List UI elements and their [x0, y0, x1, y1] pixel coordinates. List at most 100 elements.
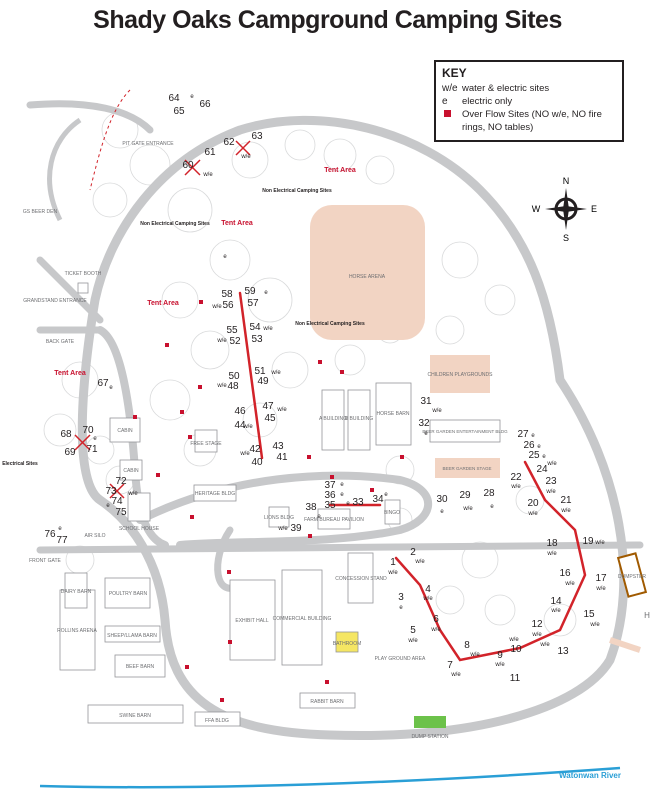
- svg-text:e: e: [346, 501, 350, 507]
- svg-text:e: e: [93, 436, 97, 442]
- cabin-1: [109, 417, 141, 443]
- svg-text:e: e: [490, 504, 494, 510]
- svg-text:e: e: [190, 94, 194, 100]
- tent-area-label-1: Tent Area: [324, 167, 356, 174]
- compass-w: W: [532, 204, 541, 214]
- svg-text:w/e: w/e: [262, 326, 273, 332]
- concession-stand-label: CONCESSION STAND: [335, 576, 387, 582]
- site-10: 10: [510, 644, 522, 655]
- rabbit-barn-label: RABBIT BARN: [310, 699, 344, 705]
- svg-text:e: e: [106, 503, 110, 509]
- site-line-east: [394, 460, 587, 662]
- svg-text:e: e: [223, 254, 227, 260]
- site-22: 22: [510, 472, 522, 483]
- site-30: 30: [436, 494, 448, 505]
- svg-text:w/e: w/e: [589, 622, 600, 628]
- site-26: 26: [523, 440, 535, 451]
- svg-text:e: e: [340, 492, 344, 498]
- tree-canopy: [43, 111, 577, 637]
- bingo: [384, 499, 401, 525]
- svg-text:e: e: [384, 492, 388, 498]
- horse-barn: [375, 382, 412, 446]
- site-73: 73: [105, 486, 117, 497]
- dairy-barn-label: DAIRY BARN: [61, 589, 92, 595]
- svg-text:w/e: w/e: [216, 338, 227, 344]
- site-33: 33: [352, 497, 364, 508]
- map-key: KEY w/e water & electric sites e electri…: [434, 60, 624, 142]
- bingo-label: BINGO: [384, 510, 400, 516]
- svg-text:e: e: [399, 605, 403, 611]
- roads: [26, 100, 644, 741]
- sheep-llama-label: SHEEP/LLAMA BARN: [107, 633, 157, 639]
- farm-bureau-pavilion: [317, 508, 351, 530]
- site-16: 16: [559, 568, 571, 579]
- beer-garden-stage-label: BEER GARDEN STAGE: [443, 466, 492, 471]
- ffa-bldg-label: FFA BLDG: [205, 718, 229, 724]
- site-48: 48: [227, 381, 239, 392]
- svg-text:w/e: w/e: [202, 172, 213, 178]
- beer-garden-ent-label: BEER GARDEN ENTERTAINMENT BLDG: [422, 429, 508, 434]
- non-electrical-label-1: Non Electrical Camping Sites: [140, 221, 210, 227]
- site-line-west: [238, 291, 264, 460]
- site-75: 75: [115, 507, 127, 518]
- beef-barn: [114, 654, 166, 678]
- cabin-label-1: CABIN: [117, 428, 133, 434]
- svg-text:w/e: w/e: [595, 586, 606, 592]
- svg-text:e: e: [317, 514, 321, 520]
- commercial-building-label: COMMERCIAL BUILDING: [273, 616, 332, 622]
- grandstand-arc: [47, 117, 82, 222]
- site-39: 39: [290, 523, 302, 534]
- rollins-arena-label: ROLLINS ARENA: [57, 628, 97, 634]
- site-6: 6: [433, 614, 439, 625]
- cabin-label-2: CABIN: [123, 468, 139, 474]
- svg-text:w/e: w/e: [494, 662, 505, 668]
- watonwan-river: [39, 766, 621, 789]
- site-25: 25: [528, 450, 540, 461]
- svg-text:e: e: [340, 482, 344, 488]
- compass-rose: N S W E: [532, 176, 597, 243]
- site-46: 46: [234, 406, 246, 417]
- page-title: Shady Oaks Campground Camping Sites: [93, 6, 562, 34]
- compass-e: E: [591, 204, 597, 214]
- sheep-llama-barn: [104, 625, 161, 643]
- svg-text:e: e: [440, 509, 444, 515]
- concession-stand: [347, 552, 374, 604]
- svg-text:w/e: w/e: [510, 484, 521, 490]
- site-74: 74: [111, 496, 123, 507]
- svg-text:w/e: w/e: [216, 383, 227, 389]
- site-51: 51: [254, 366, 266, 377]
- site-42: 42: [249, 444, 261, 455]
- compass-s: S: [563, 233, 569, 243]
- site-21: 21: [560, 495, 572, 506]
- site-60: 60: [182, 160, 194, 171]
- key-text-e: electric only: [462, 96, 513, 107]
- main-loop-road: [77, 115, 629, 741]
- compass-n: N: [563, 176, 570, 186]
- site-9: 9: [497, 650, 503, 661]
- exhibit-hall: [229, 579, 276, 661]
- svg-text:w/e: w/e: [276, 407, 287, 413]
- beer-garden-stage: [435, 458, 500, 478]
- site-70: 70: [82, 425, 94, 436]
- svg-text:e: e: [264, 290, 268, 296]
- ticket-booth: [77, 282, 89, 294]
- bathroom: [335, 631, 359, 653]
- site-63: 63: [251, 131, 263, 142]
- svg-text:w/e: w/e: [430, 627, 441, 633]
- overflow-sites: [133, 300, 404, 702]
- svg-text:e: e: [542, 454, 546, 460]
- svg-text:e: e: [537, 444, 541, 450]
- cabin-2: [119, 459, 143, 481]
- svg-text:w/e: w/e: [407, 638, 418, 644]
- site-34: 34: [372, 494, 384, 505]
- site-65: 65: [173, 106, 185, 117]
- site-66: 66: [199, 99, 211, 110]
- electrical-sites-label: Electrical Sites: [2, 461, 38, 467]
- site-12: 12: [531, 619, 543, 630]
- site-13: 13: [557, 646, 569, 657]
- site-2: 2: [410, 547, 416, 558]
- entrance-road: [36, 256, 104, 324]
- poultry-barn-label: POULTRY BARN: [109, 591, 148, 597]
- site-68: 68: [60, 429, 72, 440]
- svg-text:w/e: w/e: [240, 154, 251, 160]
